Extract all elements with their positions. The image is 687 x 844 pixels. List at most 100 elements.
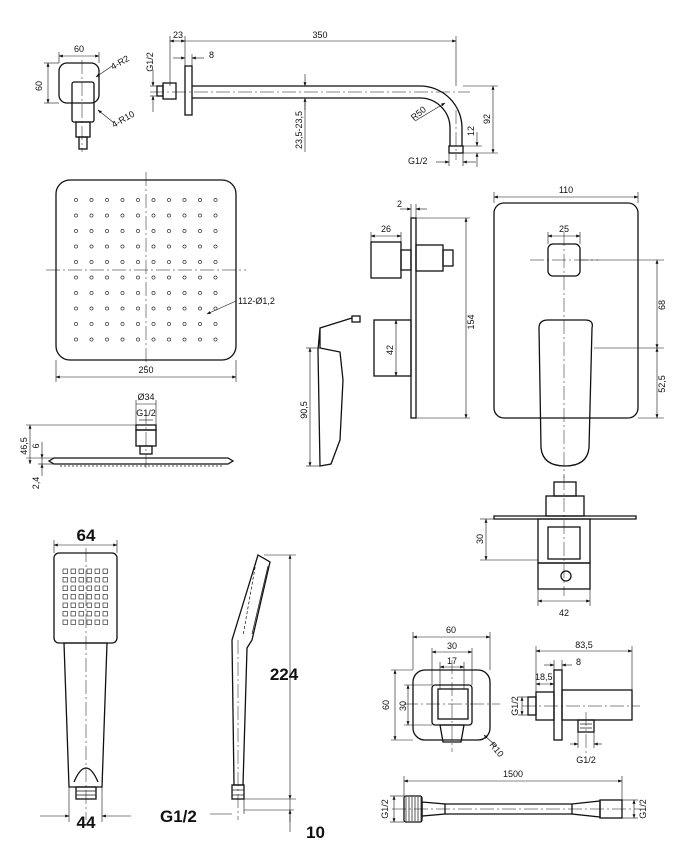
nozzle-dot: [213, 322, 218, 326]
nozzle-dot: [136, 260, 140, 264]
hand-nozzle: [86, 568, 92, 574]
nozzle-dot: [167, 337, 171, 342]
nozzle-dot: [120, 291, 125, 295]
nozzle-dot: [105, 275, 109, 280]
arm-length-350-label: 350: [312, 30, 327, 40]
nozzle-dot: [120, 229, 125, 233]
nozzle-dot: [105, 337, 109, 342]
hand-shower-nozzle-grid: [62, 568, 108, 625]
nozzle-dot: [136, 244, 140, 249]
arm-small-radius-label: 4-R2: [109, 53, 131, 71]
hand-nozzle: [70, 611, 76, 617]
shower-arm-side-view: 23 350 8 G1/2 23,5-23,5 R50 12 92 G1/2: [145, 30, 498, 167]
arm-drop-92-label: 92: [482, 114, 492, 124]
hose-length-label: 1500: [503, 769, 523, 779]
head-width-label: 250: [138, 365, 153, 375]
nozzle-dot: [136, 213, 140, 218]
nozzle-dot: [151, 198, 156, 202]
hand-nozzle: [102, 594, 108, 600]
outlet-width-30-label: 30: [447, 641, 457, 651]
nozzle-dot: [74, 229, 78, 233]
nozzle-dot: [182, 213, 187, 218]
hand-nozzle: [62, 619, 68, 625]
arm-offset-23-label: 23: [173, 30, 183, 40]
nozzle-dot: [120, 322, 125, 326]
mixer-diverter-width-label: 25: [559, 224, 569, 234]
hand-nozzle: [62, 577, 68, 583]
shower-hose-view: 1500 G1/2 G1/2: [380, 769, 648, 823]
nozzle-dot: [74, 213, 78, 218]
nozzle-dot: [151, 306, 156, 311]
mixer-lever-905-label: 90,5: [299, 401, 309, 419]
mixer-plate-width-label: 110: [559, 185, 573, 195]
hand-nozzle: [78, 611, 84, 617]
nozzle-dot: [89, 260, 94, 264]
hand-nozzle: [102, 585, 108, 591]
nozzle-dot: [136, 322, 140, 326]
outlet-radius-label: R10: [487, 740, 505, 759]
hand-nozzle: [102, 611, 108, 617]
hand-nozzle: [102, 577, 108, 583]
nozzle-dot: [136, 275, 140, 280]
hand-nozzle: [70, 619, 76, 625]
nozzle-dot: [198, 229, 202, 233]
nozzle-dot: [89, 306, 94, 311]
nozzle-dot: [151, 322, 156, 326]
nozzle-dot: [182, 244, 187, 249]
nozzle-dot: [213, 213, 218, 218]
nozzle-dot: [89, 244, 94, 249]
mixer-height-154-label: 154: [466, 314, 476, 329]
nozzle-dot: [151, 229, 156, 233]
nozzle-dot: [213, 198, 218, 202]
nozzle-dot: [182, 337, 187, 342]
nozzle-dot: [198, 213, 202, 218]
nozzle-dot: [74, 306, 78, 311]
nozzle-dot: [198, 337, 202, 342]
nozzle-dot: [136, 337, 140, 342]
hand-nozzle: [70, 602, 76, 608]
outlet-185-label: 18,5: [535, 672, 553, 682]
head-thickness-label: 2,4: [31, 477, 41, 490]
nozzle-dot: [151, 260, 156, 264]
mixer-spacing-525-label: 52,5: [657, 375, 667, 393]
nozzle-dot: [120, 337, 125, 342]
nozzle-dot: [74, 198, 78, 202]
nozzle-dot: [198, 260, 202, 264]
hand-nozzle: [70, 568, 76, 574]
mixer-diverter-26-label: 26: [381, 224, 391, 234]
nozzle-dot: [105, 306, 109, 311]
outlet-width-60-label: 60: [446, 625, 456, 635]
nozzle-dot: [120, 213, 125, 218]
nozzle-dot: [167, 244, 171, 249]
hand-nozzle: [70, 585, 76, 591]
nozzle-dot: [89, 229, 94, 233]
arm-flange-height-label: 60: [34, 81, 44, 91]
nozzle-dot: [105, 244, 109, 249]
wall-outlet-front-view: 60 30 17 60 30 R10: [381, 625, 506, 759]
nozzle-dot: [182, 275, 187, 280]
nozzle-dot: [213, 275, 218, 280]
arm-thread-right-label: G1/2: [408, 156, 428, 166]
nozzle-dot: [167, 213, 171, 218]
head-connector-dia-label: Ø34: [137, 392, 154, 402]
nozzle-dot: [213, 229, 218, 233]
nozzle-dot: [167, 306, 171, 311]
hand-nozzle: [62, 585, 68, 591]
nozzle-dot: [151, 337, 156, 342]
nozzle-dot: [105, 198, 109, 202]
head-holes-label: 112-Ø1,2: [238, 296, 275, 306]
nozzle-dot: [167, 229, 171, 233]
hand-shower-side-view: 224 G1/2 10: [160, 554, 325, 842]
nozzle-dot: [105, 322, 109, 326]
nozzle-dot: [105, 291, 109, 295]
nozzle-dot: [182, 229, 187, 233]
nozzle-dot: [120, 275, 125, 280]
outlet-thread-bottom-label: G1/2: [576, 755, 596, 765]
arm-tolerance-label: 23,5-23,5: [294, 111, 304, 149]
nozzle-dot: [182, 322, 187, 326]
nozzle-dot: [74, 291, 78, 295]
nozzle-dot: [151, 291, 156, 295]
hand-nozzle: [78, 577, 84, 583]
mixer-bottom-view: 30 42: [475, 476, 637, 618]
hand-nozzle: [86, 585, 92, 591]
